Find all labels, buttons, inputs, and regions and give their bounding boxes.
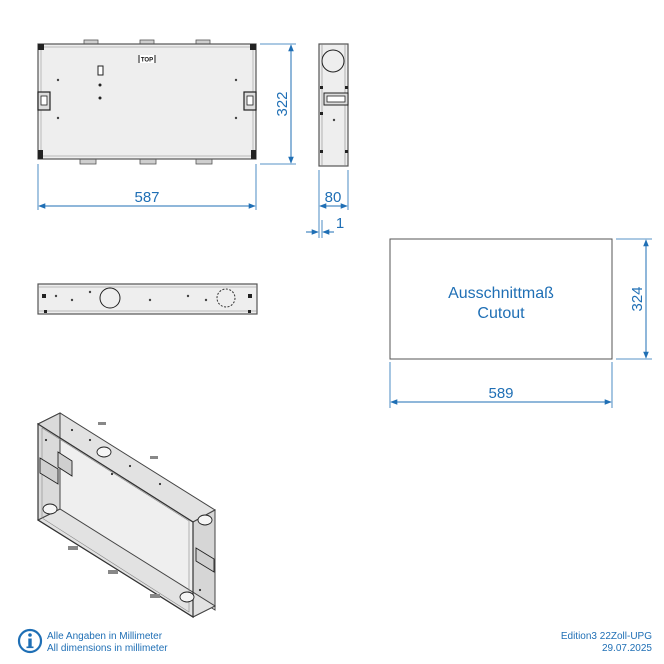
cutout-width-label: 589 [488,385,513,402]
footer-product: Edition3 22Zoll-UPG [561,631,652,642]
cutout-title-en: Cutout [477,305,525,322]
cutout-height-label: 324 [629,286,646,311]
top-view [37,283,258,315]
footer: Alle Angaben in Millimeter All dimension… [17,628,652,654]
side-view [318,43,349,167]
isometric-view [36,412,217,619]
front-width-label: 587 [134,189,159,206]
cutout-view: Ausschnittmaß Cutout 589 324 [389,238,652,408]
front-view: TOP [37,39,257,165]
side-dimensions: 80 1 [306,170,349,238]
footer-note-en: All dimensions in millimeter [47,643,168,654]
footer-date: 29.07.2025 [602,643,652,654]
footer-note-de: Alle Angaben in Millimeter [47,631,163,642]
front-dimensions: 587 322 [37,43,296,210]
cutout-rectangle [389,238,613,360]
front-height-label: 322 [274,91,291,116]
top-marker-label: TOP [141,58,153,64]
flange-label: 1 [336,215,344,232]
side-depth-label: 80 [325,189,342,206]
cutout-title-de: Ausschnittmaß [448,285,554,302]
info-icon [17,628,43,654]
